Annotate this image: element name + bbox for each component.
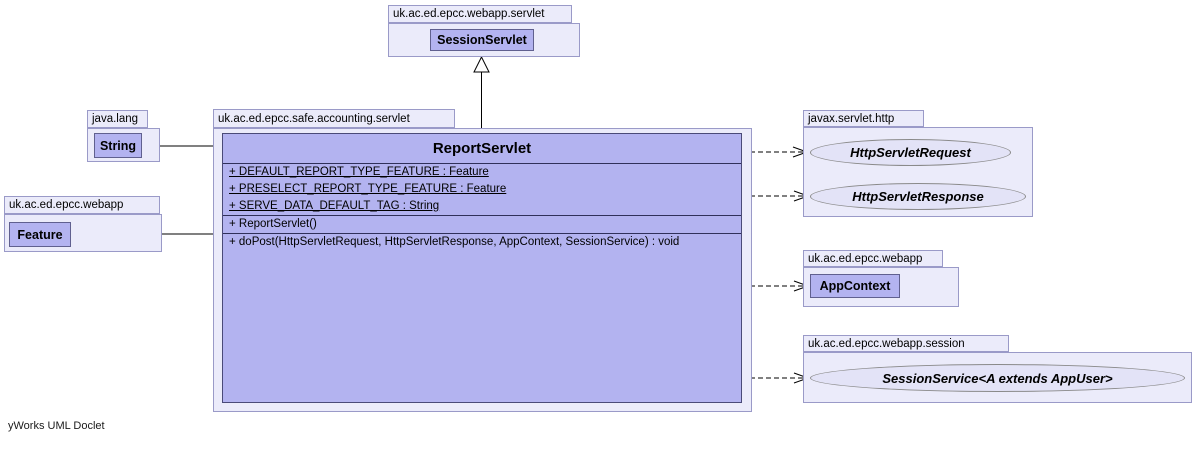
package-name: uk.ac.ed.epcc.webapp [9,199,124,211]
interface-node-sessionservice[interactable]: SessionService<A extends AppUser> [810,364,1185,392]
package-tab-safe-accounting-servlet: uk.ac.ed.epcc.safe.accounting.servlet [213,109,455,128]
class-node-string[interactable]: String [94,133,142,158]
class-name-label: Feature [17,227,63,242]
class-name-label: AppContext [819,279,891,293]
constructor-row: + ReportServlet() [229,218,317,230]
package-tab-webapp-appcontext: uk.ac.ed.epcc.webapp [803,250,943,267]
class-node-appcontext[interactable]: AppContext [810,274,900,298]
class-name-label: String [99,138,137,153]
class-title-reportservlet[interactable]: ReportServlet [223,134,741,163]
package-tab-webapp-servlet: uk.ac.ed.epcc.webapp.servlet [388,5,572,23]
package-tab-webapp-feature: uk.ac.ed.epcc.webapp [4,196,160,214]
package-tab-java-lang: java.lang [87,110,148,128]
yworks-credit-label: yWorks UML Doclet [8,420,105,432]
package-name: javax.servlet.http [808,112,895,125]
package-name: uk.ac.ed.epcc.webapp.session [808,337,965,350]
field-row: + DEFAULT_REPORT_TYPE_FEATURE : Feature [229,166,489,178]
interface-node-httpservletrequest[interactable]: HttpServletRequest [810,139,1011,166]
field-row: + PRESELECT_REPORT_TYPE_FEATURE : Featur… [229,183,507,195]
interface-name-label: HttpServletRequest [850,145,971,160]
package-tab-javax-servlet-http: javax.servlet.http [803,110,924,127]
package-name: uk.ac.ed.epcc.safe.accounting.servlet [218,112,410,125]
interface-name-label: HttpServletResponse [852,189,984,204]
method-row: + doPost(HttpServletRequest, HttpServlet… [229,236,680,248]
package-tab-webapp-session: uk.ac.ed.epcc.webapp.session [803,335,1009,352]
fields-compartment: + DEFAULT_REPORT_TYPE_FEATURE : Feature … [223,163,741,215]
package-name: uk.ac.ed.epcc.webapp [808,252,923,265]
class-node-feature[interactable]: Feature [9,222,71,247]
class-name-label: SessionServlet [437,33,527,47]
package-name: uk.ac.ed.epcc.webapp.servlet [393,8,545,20]
interface-node-httpservletresponse[interactable]: HttpServletResponse [810,183,1026,210]
class-node-reportservlet: ReportServlet + DEFAULT_REPORT_TYPE_FEAT… [222,133,742,403]
field-row: + SERVE_DATA_DEFAULT_TAG : String [229,200,440,212]
interface-name-label: SessionService<A extends AppUser> [882,370,1113,386]
class-node-sessionservlet[interactable]: SessionServlet [430,29,534,51]
class-name-label: ReportServlet [432,140,532,157]
package-name: java.lang [92,113,139,125]
methods-compartment: + doPost(HttpServletRequest, HttpServlet… [223,233,741,402]
constructors-compartment: + ReportServlet() [223,215,741,233]
generalization-edge-reportservlet-to-sessionservlet [473,55,490,133]
